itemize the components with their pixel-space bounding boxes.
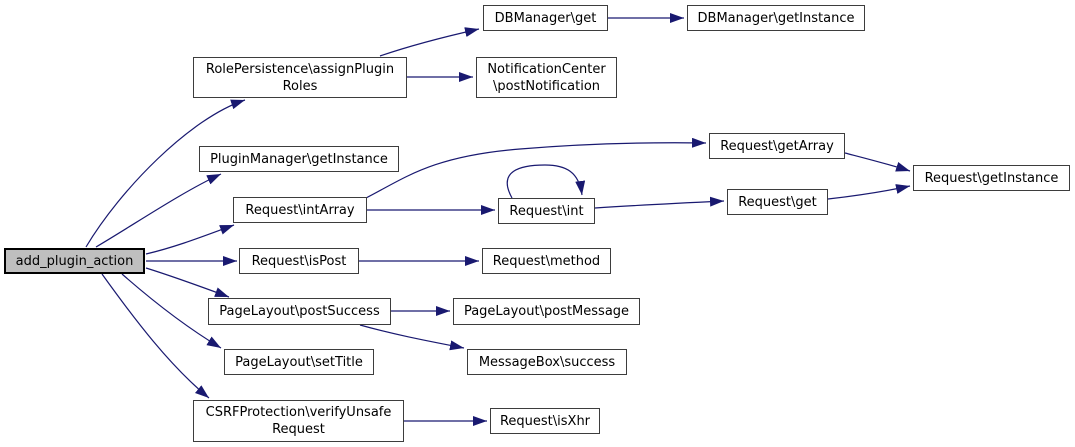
node-pagelayout-settitle[interactable]: PageLayout\setTitle [224,349,374,375]
node-label: DBManager\getInstance [697,10,855,26]
node-request-getinstance[interactable]: Request\getInstance [913,165,1070,191]
node-label: PageLayout\postMessage [463,304,630,319]
node-pluginmanager-getinstance[interactable]: PluginManager\getInstance [199,146,399,172]
node-label: \postNotification [492,78,601,94]
node-add-plugin-action: add_plugin_action [4,248,145,274]
node-label: Request\getInstance [924,170,1059,186]
node-rolepersistence-assignpluginroles[interactable]: RolePersistence\assignPlugin Roles [193,57,407,98]
edge-add-to-assignpluginroles [85,99,246,248]
node-label: Roles [282,78,318,94]
node-label: add_plugin_action [15,253,134,269]
node-label: NotificationCenter [487,61,606,77]
node-label: Request\int [509,203,584,219]
node-request-getarray[interactable]: Request\getArray [709,133,845,159]
node-notificationcenter-postnotification[interactable]: NotificationCenter \postNotification [476,57,617,98]
node-pagelayout-postsuccess[interactable]: PageLayout\postSuccess [208,298,391,325]
edge-getarray-to-getinstance [844,152,911,172]
edge-add-to-pagelayout-postsuccess [145,267,230,298]
edge-get-to-getinstance [827,184,911,200]
node-label: Request\intArray [245,202,355,218]
edge-assignpluginroles-to-dbmanager-get [379,27,480,57]
edge-int-self-loop [506,164,586,199]
node-label: DBManager\get [494,10,597,26]
node-dbmanager-getinstance[interactable]: DBManager\getInstance [687,5,865,31]
node-label: MessageBox\success [478,354,616,370]
node-label: CSRFProtection\verifyUnsafe [205,405,392,420]
node-request-int[interactable]: Request\int [498,198,595,224]
edge-add-to-pagelayout-settitle [121,273,222,349]
node-label: Request\method [492,253,601,269]
node-label: PageLayout\postSuccess [219,304,380,319]
node-label: Request [272,422,325,437]
node-csrfprotection-verifyunsaferequest[interactable]: CSRFProtection\verifyUnsafe Request [193,400,404,442]
node-label: Request\get [738,194,817,210]
node-pagelayout-postmessage[interactable]: PageLayout\postMessage [453,298,640,325]
edge-postsuccess-to-messagebox-success [359,324,465,351]
node-request-get[interactable]: Request\get [727,189,828,215]
edge-int-to-get [594,196,725,209]
node-request-intarray[interactable]: Request\intArray [233,197,367,223]
node-request-method[interactable]: Request\method [482,248,611,274]
node-dbmanager-get[interactable]: DBManager\get [483,5,608,31]
node-label: Request\getArray [720,138,834,154]
node-request-ispost[interactable]: Request\isPost [239,248,359,274]
node-label: Request\isXhr [499,413,591,429]
edge-add-to-request-intarray [145,224,235,255]
node-label: Request\isPost [251,253,347,269]
edge-add-to-csrfprotection [101,273,210,399]
node-label: PageLayout\setTitle [235,354,363,370]
edge-intarray-to-getarray [365,137,707,199]
edge-add-to-pluginmanager-getinstance [95,173,222,248]
node-label: RolePersistence\assignPlugin [205,61,395,77]
node-messagebox-success[interactable]: MessageBox\success [467,349,627,375]
node-label: PluginManager\getInstance [210,151,388,167]
node-request-isxhr[interactable]: Request\isXhr [490,408,600,434]
